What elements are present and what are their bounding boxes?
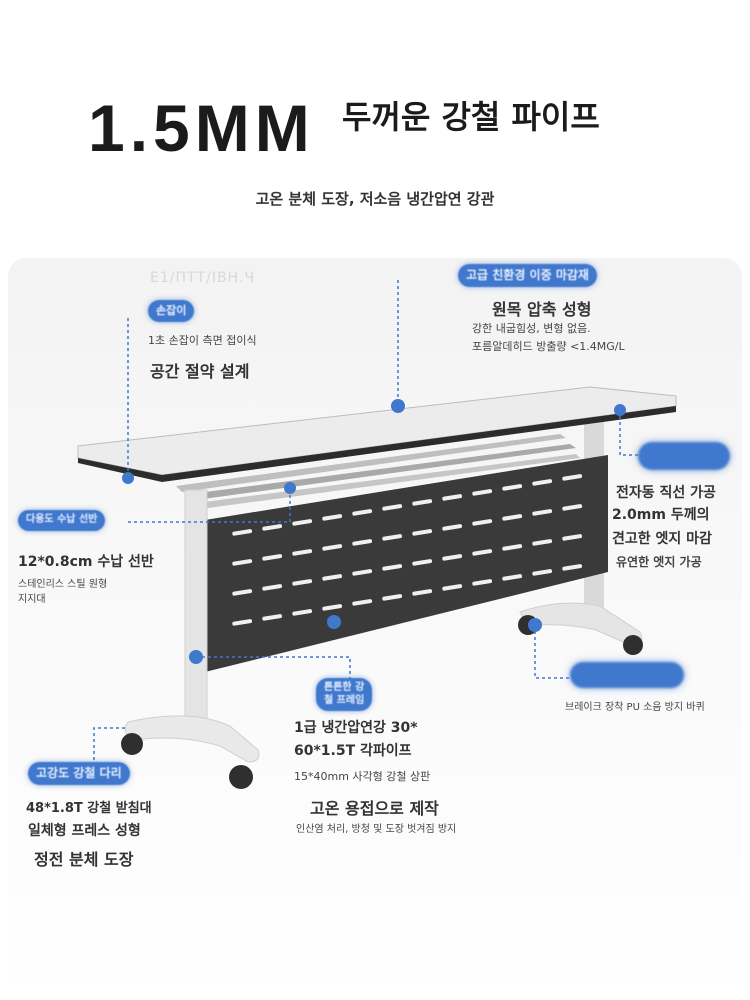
front-foot	[124, 715, 260, 763]
welding-line-1: 고온 용접으로 제작	[310, 799, 439, 818]
frame-line-2: 60*1.5T 각파이프	[294, 743, 412, 759]
frame-badge-line-2: 철 프레임	[324, 694, 365, 706]
legs-badge: 고강도 강철 다리	[28, 762, 130, 785]
caster-line-1: 브레이크 장착 PU 소음 방지 바퀴	[565, 702, 705, 713]
legs-line-2: 일체형 프레스 성형	[28, 823, 141, 839]
top-board-badge: 고급 친환경 이중 마감재	[458, 264, 597, 287]
top-board-line-1: 원목 압축 성형	[492, 300, 592, 319]
top-board-line-2: 강한 내굽힘성, 변형 없음.	[472, 322, 591, 335]
rear-caster-right	[623, 635, 643, 655]
front-caster-left	[121, 733, 143, 755]
table-edge	[78, 406, 676, 482]
frame-badge: 튼튼한 강 철 프레임	[316, 678, 373, 711]
panel-slots	[232, 474, 583, 626]
shelf-rail-3	[204, 454, 580, 508]
headline-thickness: 1.5MM	[88, 91, 315, 165]
welding-line-2: 인산염 처리, 방청 및 도장 벗겨짐 방지	[296, 824, 457, 835]
ghost-text: E1/ПТТ/IВН.Ч	[150, 270, 256, 286]
legs-line-1: 48*1.8T 강철 받침대	[26, 801, 152, 816]
top-board-line-3: 포름알데히드 방출량 <1.4MG/L	[472, 340, 625, 353]
headline-subtitle: 고온 분체 도장, 저소음 냉간압연 강관	[255, 190, 495, 208]
leader-dots	[122, 399, 626, 664]
frame-badge-line-1: 튼튼한 강	[324, 682, 365, 693]
edge-line-1: 전자동 직선 가공	[616, 485, 716, 501]
handle-line-1: 1초 손잡이 측면 접이식	[148, 334, 257, 347]
modesty-panel	[205, 455, 608, 672]
headline: 1.5MM 두꺼운 강철 파이프	[0, 78, 750, 168]
shelf-badge: 다용도 수납 선반	[18, 510, 106, 531]
shelf-line-3: 지지대	[18, 594, 46, 605]
shelf-line-2: 스테인리스 스틸 원형	[18, 579, 108, 590]
legs-line-3: 정전 분체 도장	[34, 850, 134, 869]
shelf-rail-1	[176, 434, 566, 492]
edge-badge	[638, 442, 730, 470]
edge-line-4: 유연한 엣지 가공	[616, 555, 702, 569]
front-leg	[184, 489, 208, 723]
leader-lines	[93, 280, 640, 760]
caster-badge	[570, 662, 684, 688]
handle-badge: 손잡이	[148, 300, 195, 322]
headline-title: 두꺼운 강철 파이프	[342, 98, 600, 136]
frame-line-3: 15*40mm 사각형 강철 상판	[294, 770, 431, 783]
shelf-line-1: 12*0.8cm 수납 선반	[18, 554, 154, 570]
edge-line-3: 견고한 엣지 마감	[612, 531, 712, 547]
front-caster-right	[229, 765, 253, 789]
handle-line-2: 공간 절약 설계	[150, 362, 250, 381]
edge-line-2: 2.0mm 두께의	[612, 507, 710, 523]
frame-line-1: 1급 냉간압연강 30*	[294, 720, 418, 736]
